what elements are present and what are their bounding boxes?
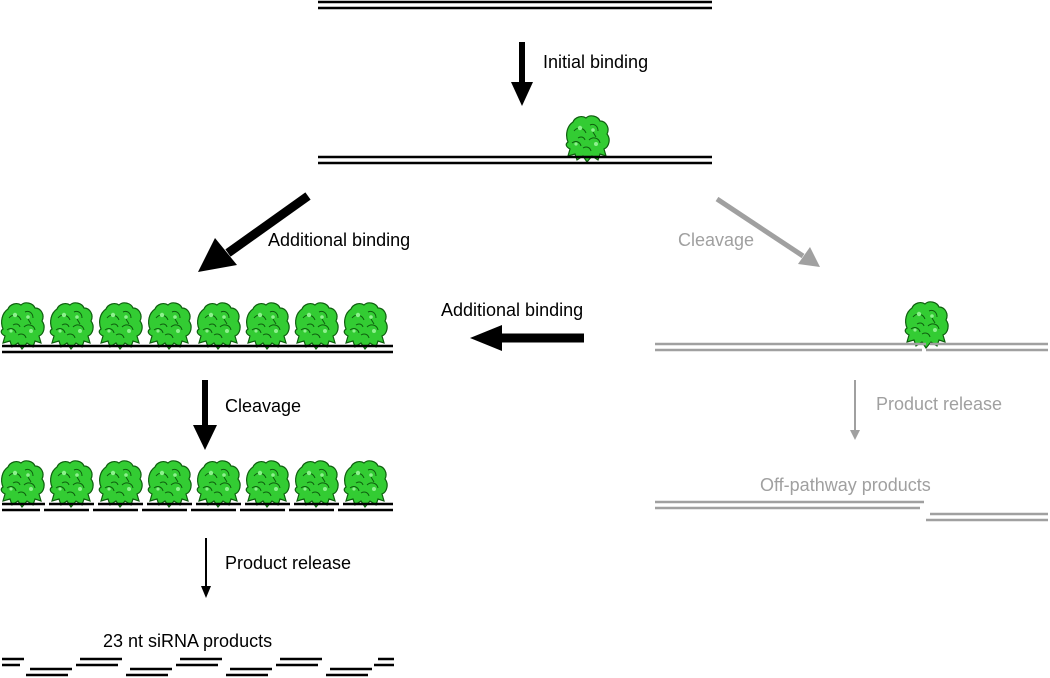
dicer-protein-icon bbox=[294, 460, 339, 508]
dicer-protein-icon bbox=[343, 460, 388, 508]
dsrna-single-bound bbox=[318, 115, 712, 165]
dsrna-fully-bound bbox=[0, 302, 393, 354]
label-product-release-offpath: Product release bbox=[876, 394, 1002, 414]
label-off-pathway-products: Off-pathway products bbox=[760, 475, 931, 495]
dsrna-cleaved-bound bbox=[0, 460, 393, 512]
sirna-products bbox=[2, 657, 394, 677]
arrow-product-release-offpath bbox=[850, 380, 860, 440]
dicer-protein-icon bbox=[294, 302, 339, 350]
label-additional-binding-diagonal: Additional binding bbox=[268, 230, 410, 250]
dsrna-offpath-cleaved bbox=[655, 301, 1048, 352]
dsrna-initial bbox=[318, 0, 712, 10]
dicer-protein-icon bbox=[904, 301, 949, 349]
label-initial-binding: Initial binding bbox=[543, 52, 648, 72]
label-additional-binding-horizontal: Additional binding bbox=[441, 300, 583, 320]
dicer-protein-icon bbox=[343, 302, 388, 350]
dicer-protein-icon bbox=[147, 302, 192, 350]
label-sirna-products: 23 nt siRNA products bbox=[103, 631, 272, 651]
dicer-protein-icon bbox=[0, 302, 45, 350]
arrow-cleavage-offpath bbox=[715, 196, 820, 267]
dicer-protein-icon bbox=[98, 460, 143, 508]
arrow-additional-binding-horizontal bbox=[470, 325, 584, 351]
dicer-protein-icon bbox=[245, 460, 290, 508]
label-cleavage-offpath: Cleavage bbox=[678, 230, 754, 250]
arrow-initial-binding bbox=[511, 42, 533, 106]
dicer-protein-icon bbox=[245, 302, 290, 350]
dicer-protein-icon bbox=[196, 460, 241, 508]
arrow-product-release-main bbox=[201, 538, 211, 598]
offpath-products bbox=[655, 500, 1048, 522]
arrow-cleavage-main bbox=[193, 380, 217, 450]
dicer-protein-icon bbox=[147, 460, 192, 508]
dicer-protein-icon bbox=[49, 302, 94, 350]
dicer-protein-icon bbox=[565, 115, 610, 163]
dicer-protein-icon bbox=[0, 460, 45, 508]
label-product-release-main: Product release bbox=[225, 553, 351, 573]
label-cleavage-main: Cleavage bbox=[225, 396, 301, 416]
dicer-protein-icon bbox=[196, 302, 241, 350]
dicer-protein-icon bbox=[49, 460, 94, 508]
arrow-additional-binding-diagonal bbox=[198, 192, 311, 272]
dicer-protein-icon bbox=[98, 302, 143, 350]
